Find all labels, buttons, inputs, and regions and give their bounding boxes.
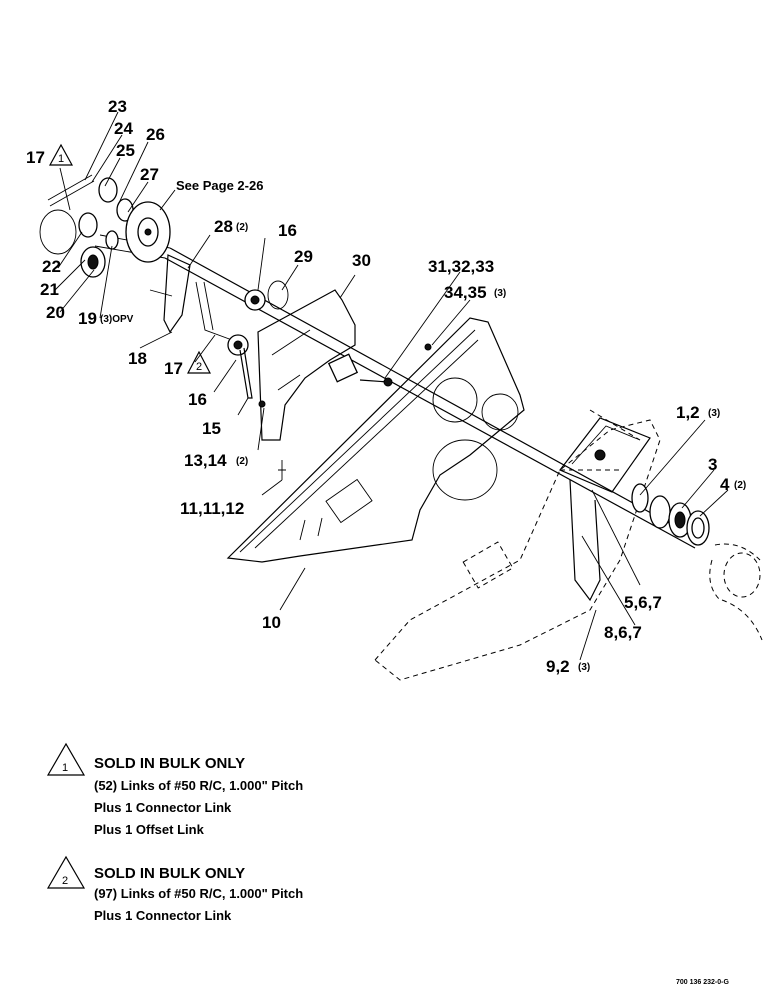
- callout-labels: 23 24 25 26 27 17 1 22 21 20 19 (3)OPV S…: [26, 97, 746, 676]
- callout-15: 15: [202, 419, 221, 438]
- machine-edge: [709, 543, 763, 641]
- see-page-reference: See Page 2-26: [176, 178, 263, 193]
- callout-13-14: 13,14: [184, 451, 227, 470]
- note-1-number: 1: [62, 762, 68, 774]
- callout-21: 21: [40, 280, 59, 299]
- callout-19-qty: (3)OPV: [100, 314, 134, 325]
- callout-22: 22: [42, 257, 61, 276]
- note-2-number: 2: [62, 875, 68, 887]
- callout-16-lower: 16: [188, 390, 207, 409]
- note-1-line-2: Plus 1 Connector Link: [94, 800, 232, 815]
- callout-34-35: 34,35: [444, 283, 487, 302]
- callout-11-11-12: 11,11,12: [180, 499, 244, 518]
- callout-4: 4: [720, 475, 730, 494]
- callout-19: 19: [78, 309, 97, 328]
- callout-26: 26: [146, 125, 165, 144]
- mounting-plate: [257, 289, 432, 480]
- callout-10: 10: [262, 613, 281, 632]
- note-1: 1 SOLD IN BULK ONLY (52) Links of #50 R/…: [46, 742, 303, 837]
- note-1-triangle-marker: 1: [48, 143, 74, 166]
- callout-8-6-7: 8,6,7: [604, 623, 642, 642]
- note-1-line-3: Plus 1 Offset Link: [94, 822, 205, 837]
- callout-28-qty: (2): [236, 222, 248, 233]
- note-1-line-1: (52) Links of #50 R/C, 1.000" Pitch: [94, 778, 303, 793]
- note-2-marker-number: 2: [196, 361, 202, 373]
- callout-31-32-33: 31,32,33: [428, 257, 494, 276]
- note-2: 2 SOLD IN BULK ONLY (97) Links of #50 R/…: [46, 855, 303, 923]
- bearing-frame: [559, 417, 651, 602]
- bearing-stack: [631, 483, 710, 546]
- callout-18: 18: [128, 349, 147, 368]
- callout-34-35-qty: (3): [494, 288, 506, 299]
- callout-25: 25: [116, 141, 135, 160]
- middle-sprockets: [227, 280, 289, 399]
- callout-13-14-qty: (2): [236, 456, 248, 467]
- note-2-line-1: (97) Links of #50 R/C, 1.000" Pitch: [94, 886, 303, 901]
- callout-5-6-7: 5,6,7: [624, 593, 662, 612]
- callout-17-note1: 17: [26, 148, 45, 167]
- note-1-title: SOLD IN BULK ONLY: [94, 755, 245, 772]
- callout-27: 27: [140, 165, 159, 184]
- leader-lines: [54, 111, 729, 661]
- callout-1-2-qty: (3): [708, 408, 720, 419]
- callout-4-qty: (2): [734, 480, 746, 491]
- callout-29: 29: [294, 247, 313, 266]
- note-2-line-2: Plus 1 Connector Link: [94, 908, 232, 923]
- callout-30: 30: [352, 251, 371, 270]
- callout-24: 24: [114, 119, 133, 138]
- callout-28: 28: [214, 217, 233, 236]
- callout-3: 3: [708, 455, 717, 474]
- callout-9-2-qty: (3): [578, 662, 590, 673]
- note-2-triangle-marker: 2: [187, 350, 211, 374]
- callout-17-note2: 17: [164, 359, 183, 378]
- callout-1-2: 1,2: [676, 403, 700, 422]
- callout-20: 20: [46, 303, 65, 322]
- callout-16-upper: 16: [278, 221, 297, 240]
- note-1-marker-number: 1: [58, 153, 64, 165]
- left-sprocket-group: [39, 174, 171, 278]
- note-2-title: SOLD IN BULK ONLY: [94, 865, 245, 882]
- dashed-back-panel: [374, 409, 661, 681]
- figure-id: 700 136 232-0-G: [676, 979, 729, 986]
- callout-23: 23: [108, 97, 127, 116]
- callout-9-2: 9,2: [546, 657, 570, 676]
